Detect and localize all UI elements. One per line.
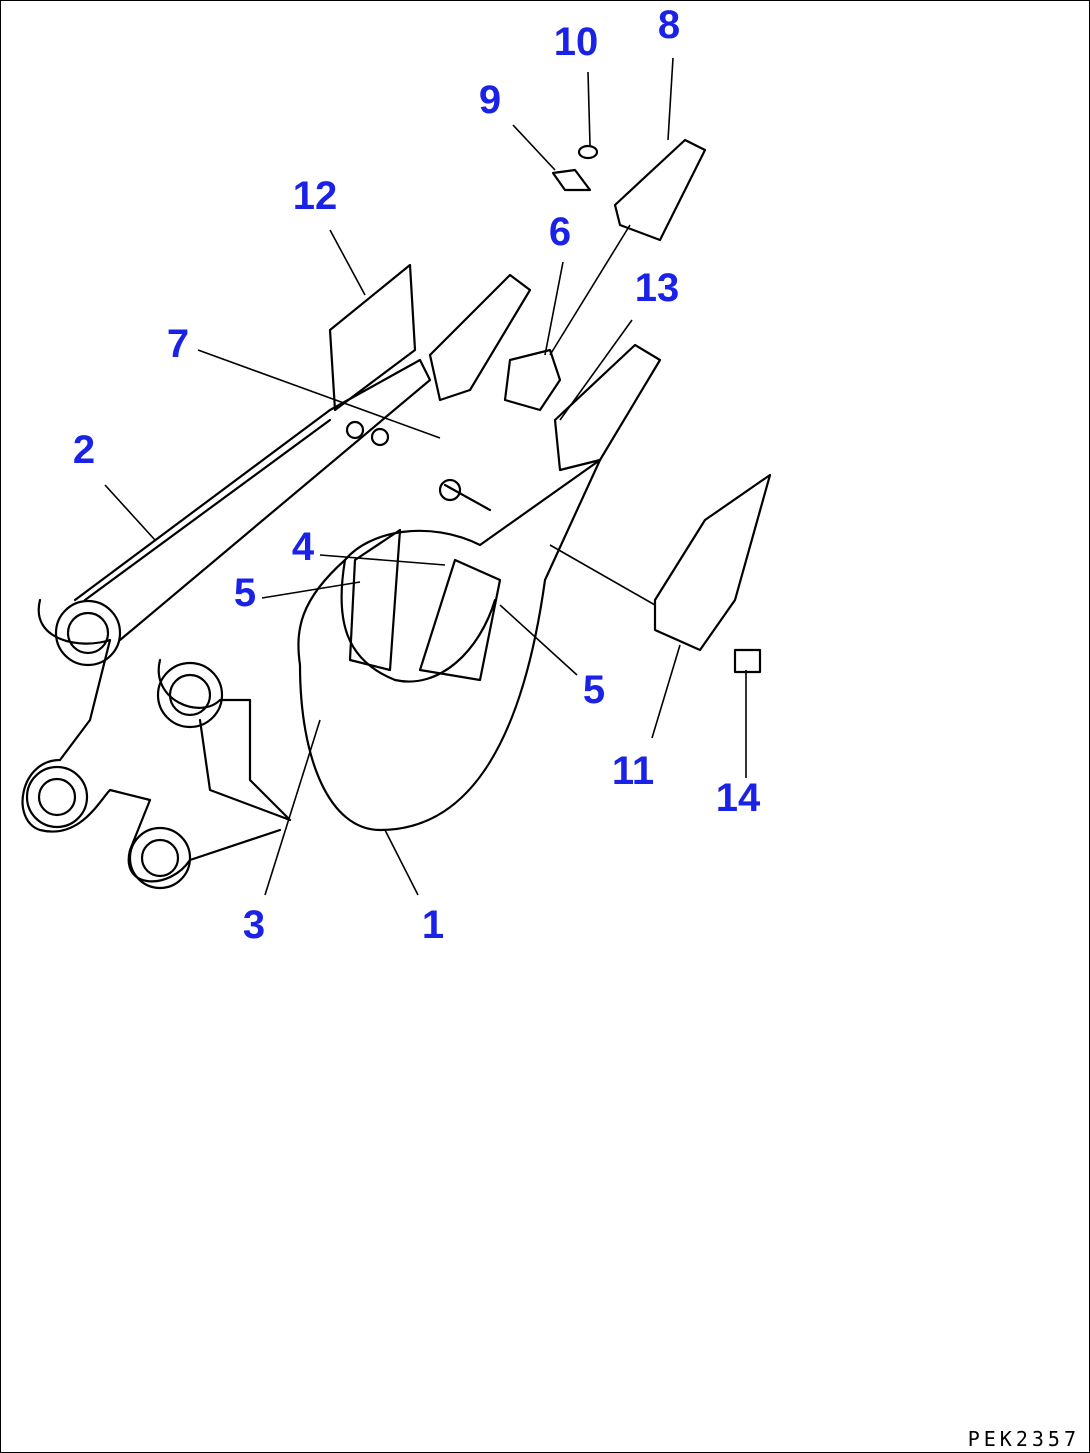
pin-boss-4 xyxy=(140,838,180,878)
callout-3: 3 xyxy=(242,903,266,947)
callout-4: 4 xyxy=(291,525,315,569)
lock-9 xyxy=(551,168,592,192)
wear-plate-left xyxy=(348,528,402,672)
bracket-right xyxy=(157,658,292,822)
bolt-7a xyxy=(345,420,365,440)
tooth-adapter-6 xyxy=(503,348,562,412)
callout-8: 8 xyxy=(657,3,681,47)
pin-10 xyxy=(577,144,599,160)
side-cutter-11 xyxy=(653,473,772,652)
side-plate-12 xyxy=(328,263,417,412)
callout-10: 10 xyxy=(553,20,599,64)
callout-9: 9 xyxy=(478,78,502,122)
callout-12: 12 xyxy=(292,174,338,218)
bucket-shell xyxy=(297,458,602,832)
tooth-adapter-13 xyxy=(553,343,662,472)
tooth-adapter-1 xyxy=(428,273,532,402)
drawing-code: PEK2357 xyxy=(967,1427,1080,1451)
callout-5b: 5 xyxy=(582,668,606,712)
pin-boss-1 xyxy=(66,611,110,655)
bolt-7b xyxy=(370,427,390,447)
top-plate xyxy=(73,358,432,642)
callout-11: 11 xyxy=(611,749,655,793)
bucket-inner-curve xyxy=(340,558,497,683)
callout-1: 1 xyxy=(421,903,445,947)
bolt-14 xyxy=(733,648,762,674)
bolt-shank xyxy=(443,483,492,512)
callout-6: 6 xyxy=(548,210,572,254)
pin-boss-3 xyxy=(37,777,77,817)
pin-boss-2 xyxy=(168,673,212,717)
tooth-point-8 xyxy=(613,138,707,242)
callout-2: 2 xyxy=(72,428,96,472)
callout-13: 13 xyxy=(634,266,680,310)
wear-plate-right xyxy=(418,558,502,682)
callout-14: 14 xyxy=(715,776,761,820)
callout-5a: 5 xyxy=(233,571,257,615)
bracket-left xyxy=(21,598,282,883)
callout-7: 7 xyxy=(166,322,190,366)
